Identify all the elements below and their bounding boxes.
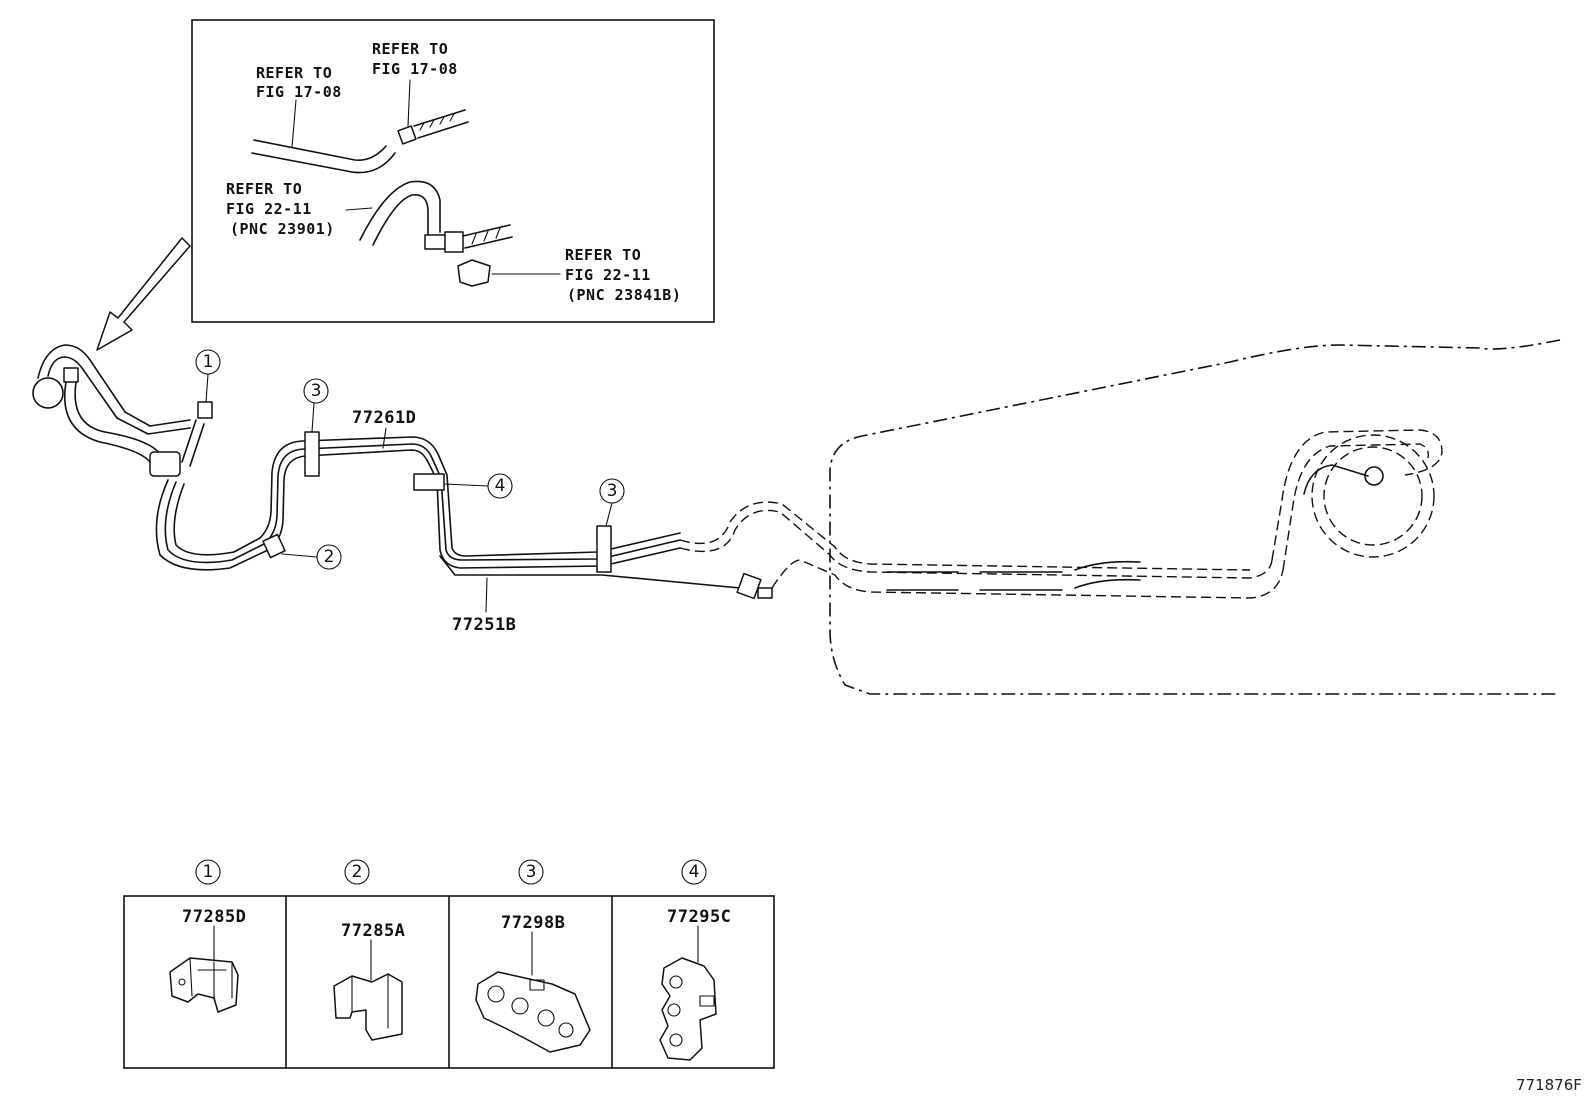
dashed-tube-b <box>679 501 1251 571</box>
clip-2-on-tube <box>262 533 286 559</box>
legend-2-part: 77285A <box>341 921 405 941</box>
clip-2-icon <box>333 939 403 1041</box>
tube-path-2 <box>164 443 681 564</box>
clip-4-on-tube <box>413 473 445 491</box>
inset-tube-upper-b <box>251 152 396 174</box>
callout-3a-circle <box>303 378 329 404</box>
inset-tube-lower-b <box>372 193 429 246</box>
fuel-tube-bundle <box>155 431 1284 600</box>
inset-ref-3-line2: FIG 22-11 <box>226 200 312 218</box>
dashed-tube-a <box>679 509 1273 579</box>
engine-side-assembly <box>32 344 213 477</box>
vertical-tube-to-clip1 <box>181 419 205 467</box>
part-leader-77251B <box>485 577 488 613</box>
legend-dividers <box>285 895 613 1069</box>
callout-1-leader <box>205 373 209 403</box>
inset-hose-a-ribs <box>419 113 455 131</box>
engine-connector <box>149 451 181 477</box>
left-hose-a <box>64 381 151 463</box>
inset-hose-a <box>413 109 469 139</box>
callout-4-leader <box>443 483 489 487</box>
callout-3b-leader <box>605 502 613 527</box>
legend-1-circle <box>195 859 221 885</box>
pump-tube <box>1303 464 1369 495</box>
inset-nut <box>444 231 464 253</box>
inset-frame <box>191 19 715 323</box>
legend-2-index: 2 <box>352 862 363 882</box>
inset-ref-3-line1: REFER TO <box>226 180 302 198</box>
left-connector <box>63 367 79 383</box>
clip-1-icon <box>169 925 239 1013</box>
figure-id: 771876F <box>1516 1076 1582 1094</box>
pump-port <box>1364 466 1384 486</box>
inset-ref-2-line2: FIG 17-08 <box>372 60 458 78</box>
clip-4-icon <box>659 925 717 1061</box>
inset-clip-b <box>457 259 491 287</box>
inset-ref-4-line3: (PNC 23841B) <box>567 286 681 304</box>
callout-2: 2 <box>324 547 335 567</box>
part-label-77251B: 77251B <box>452 615 516 635</box>
dashed-tube-c <box>771 559 1284 599</box>
pump-line-a <box>1271 429 1443 561</box>
inset-ref-2-line1: REFER TO <box>372 40 448 58</box>
inset-leader-1 <box>291 99 297 148</box>
part-leader-77261D <box>382 427 387 449</box>
inset-ref-1-line1: REFER TO <box>256 64 332 82</box>
tank-body <box>829 339 1561 695</box>
pump-ring-inner <box>1323 446 1423 546</box>
inset-hose-b-ribs <box>471 227 501 245</box>
tube-sleeve-3 <box>1074 560 1141 589</box>
legend-4-part: 77295C <box>667 907 731 927</box>
inset-ref-3-line3: (PNC 23901) <box>230 220 335 238</box>
legend-3-index: 3 <box>526 862 537 882</box>
callout-3b: 3 <box>607 481 618 501</box>
left-hose-b <box>74 381 161 455</box>
direction-arrow-icon <box>96 237 191 351</box>
lower-tube-nut <box>757 587 773 599</box>
fuel-tank-outline <box>829 339 1561 695</box>
upper-left-tube-a <box>37 344 191 427</box>
legend-3-part: 77298B <box>501 913 565 933</box>
tube-path-3 <box>173 436 681 557</box>
callout-2-leader <box>281 553 318 558</box>
clip-3-icon <box>475 931 591 1053</box>
clip-1-marker <box>197 401 213 419</box>
clip-3b-on-tube <box>596 525 612 573</box>
legend-3-circle <box>518 859 544 885</box>
tube-path-1 <box>155 449 681 571</box>
inset-tube-upper-a <box>253 139 387 162</box>
legend-1-index: 1 <box>203 862 214 882</box>
inset-clip-a <box>397 125 417 145</box>
inset-elbow <box>424 234 448 250</box>
inset-hose-b <box>462 224 513 249</box>
part-label-77261D: 77261D <box>352 408 416 428</box>
inset-ref-1-line2: FIG 17-08 <box>256 83 342 101</box>
callout-1: 1 <box>203 352 214 372</box>
tube-path-lower <box>439 555 741 589</box>
tube-sleeve-1 <box>886 571 959 591</box>
callout-4: 4 <box>495 476 506 496</box>
callouts: 1 2 3 4 3 77261D 77251B <box>195 349 625 635</box>
legend-1-part: 77285D <box>182 907 246 927</box>
inset-ref-4-line1: REFER TO <box>565 246 641 264</box>
inset-tube-lower-a <box>359 180 441 241</box>
inset-detail: REFER TO FIG 17-08 REFER TO FIG 17-08 RE… <box>191 19 715 323</box>
legend-4-circle <box>681 859 707 885</box>
legend-2-circle <box>344 859 370 885</box>
inset-leader-2 <box>407 79 411 127</box>
legend-4-index: 4 <box>689 862 700 882</box>
callout-3a-leader <box>311 402 315 433</box>
clip-legend: 1 2 3 4 77285D 77285A 77298B 77295C <box>123 859 775 1069</box>
tube-sleeve-2 <box>979 571 1063 591</box>
pump-ring-outer <box>1311 434 1435 558</box>
inset-leader-3 <box>345 207 373 211</box>
pump-line-b <box>1282 443 1430 571</box>
inset-ref-4-line2: FIG 22-11 <box>565 266 651 284</box>
left-fitting <box>32 377 64 409</box>
callout-3a: 3 <box>311 381 322 401</box>
clip-3a-on-tube <box>304 431 320 477</box>
upper-left-tube-b <box>47 356 191 435</box>
